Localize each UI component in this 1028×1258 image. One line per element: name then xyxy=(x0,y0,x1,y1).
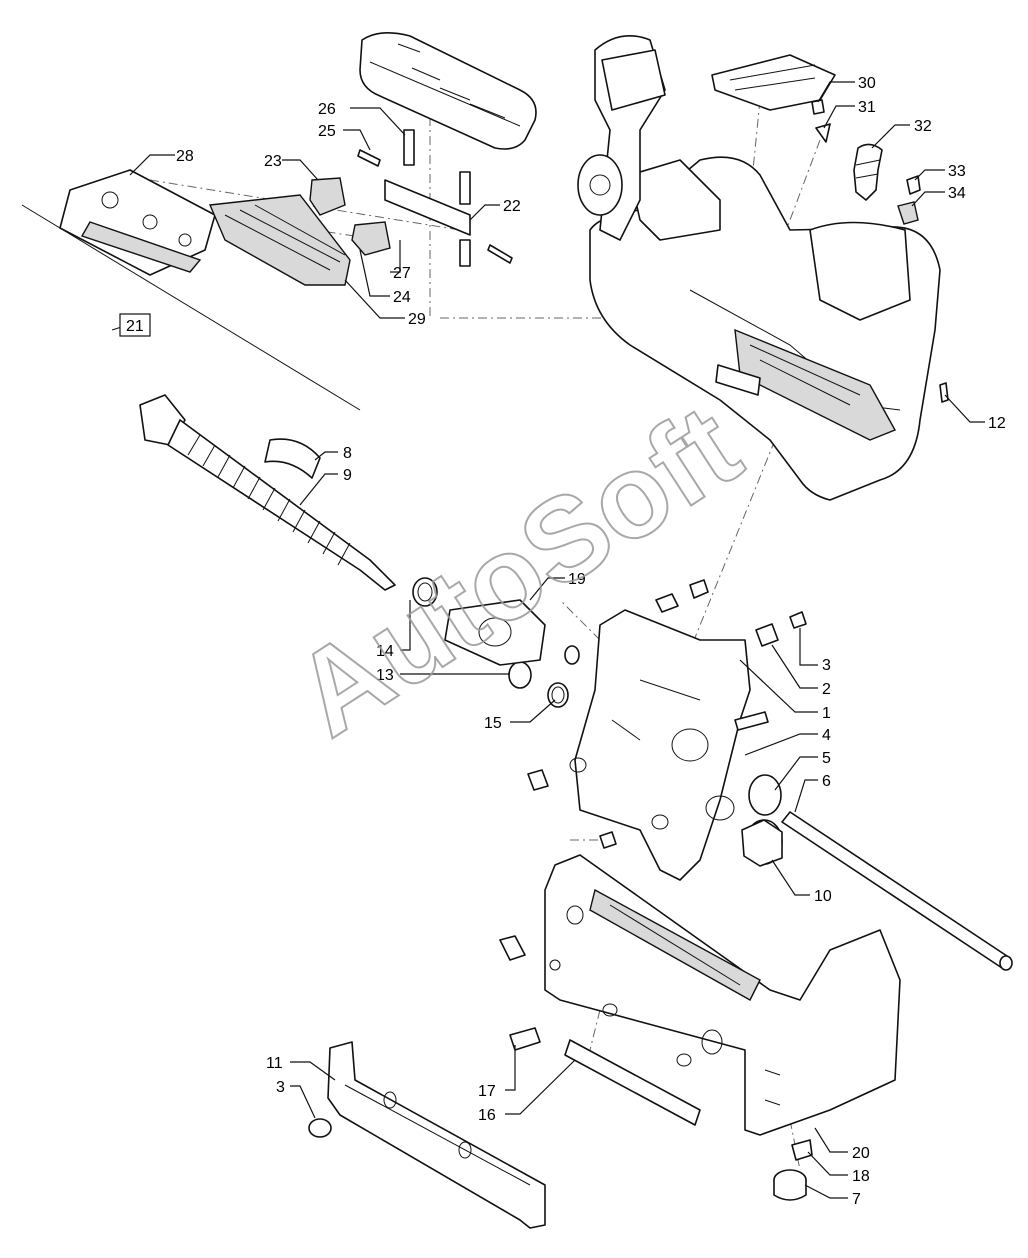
main-bracket-1 xyxy=(569,609,751,881)
callout-23: 23 xyxy=(264,153,282,170)
callout-6: 6 xyxy=(822,773,831,790)
pedal-bracket-28 xyxy=(59,169,216,276)
callout-19: 19 xyxy=(568,571,586,588)
pedal-plate-29 xyxy=(208,194,351,286)
callout-21: 21 xyxy=(126,318,144,335)
callout-12: 12 xyxy=(988,415,1006,432)
control-console-housing xyxy=(589,156,941,501)
bolts-bushes-2-3-4 xyxy=(527,579,807,849)
joystick-column xyxy=(577,34,666,241)
callout-17: 17 xyxy=(478,1083,496,1100)
callout-7: 7 xyxy=(852,1191,861,1208)
spring-shaft-9 xyxy=(139,394,396,591)
callout-labels: 1 2 3 3 4 5 6 7 8 9 10 11 12 13 14 15 16… xyxy=(119,75,1006,1208)
cap-7-screw-18 xyxy=(773,1139,813,1201)
callout-5: 5 xyxy=(822,750,831,767)
callout-15: 15 xyxy=(484,715,502,732)
callout-24: 24 xyxy=(393,289,411,306)
rod-end-19 xyxy=(444,599,546,666)
callout-33: 33 xyxy=(948,163,966,180)
callout-22: 22 xyxy=(503,198,521,215)
small-parts-30-34 xyxy=(811,99,949,403)
callout-18: 18 xyxy=(852,1168,870,1185)
bushings-5-10 xyxy=(741,774,783,867)
callout-9: 9 xyxy=(343,467,352,484)
callout-3b: 3 xyxy=(276,1079,285,1096)
stop-bracket-16-17 xyxy=(499,935,701,1126)
callout-31: 31 xyxy=(858,99,876,116)
leader-lines xyxy=(129,81,985,1199)
callout-8: 8 xyxy=(343,445,352,462)
callout-28: 28 xyxy=(176,148,194,165)
callout-11: 11 xyxy=(266,1055,283,1072)
pivot-brackets-23-24 xyxy=(309,129,513,267)
callout-26: 26 xyxy=(318,101,336,118)
callout-34: 34 xyxy=(948,185,966,202)
callout-25: 25 xyxy=(318,123,336,140)
callout-27: 27 xyxy=(393,265,411,282)
callout-2: 2 xyxy=(822,681,831,698)
callout-3: 3 xyxy=(822,657,831,674)
pin-6 xyxy=(781,811,1013,971)
callout-32: 32 xyxy=(914,118,932,135)
base-frame-20 xyxy=(544,854,901,1136)
callout-20: 20 xyxy=(852,1145,870,1162)
callout-13: 13 xyxy=(376,667,394,684)
callout-1: 1 xyxy=(822,705,831,722)
callout-4: 4 xyxy=(822,727,831,744)
callout-16: 16 xyxy=(478,1107,496,1124)
callout-10: 10 xyxy=(814,888,832,905)
callout-29: 29 xyxy=(408,311,426,328)
callout-14: 14 xyxy=(376,643,394,660)
callout-30: 30 xyxy=(858,75,876,92)
bumper-bar-11 xyxy=(308,1041,546,1229)
spring-guard-8 xyxy=(264,438,321,479)
callout-21-box: 21 xyxy=(119,313,151,337)
footrest-pad xyxy=(359,32,537,150)
